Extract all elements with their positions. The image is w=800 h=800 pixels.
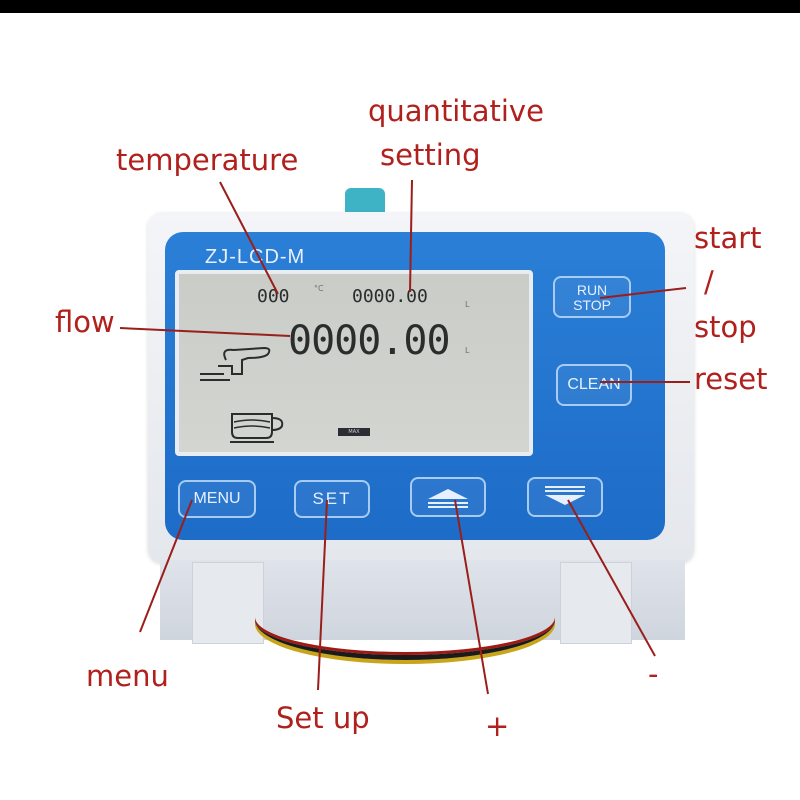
top-black-bar — [0, 0, 800, 13]
up-arrow-icon — [428, 489, 468, 508]
menu-button[interactable]: MENU — [178, 480, 256, 518]
cup-icon — [230, 413, 284, 443]
device-foot-right — [560, 562, 632, 644]
label-temperature: temperature — [116, 143, 299, 177]
label-flow: flow — [55, 305, 115, 339]
lcd-temperature: 000 — [257, 286, 290, 307]
label-plus: + — [485, 709, 510, 743]
down-arrow-icon — [545, 486, 585, 505]
lcd-flow: 0000.00 — [288, 318, 451, 364]
set-button[interactable]: SET — [294, 480, 370, 518]
label-set-up: Set up — [276, 701, 370, 735]
max-badge: MAX — [338, 428, 370, 436]
down-button[interactable] — [527, 477, 603, 517]
clean-button[interactable]: CLEAN — [556, 364, 632, 406]
label-setting: setting — [380, 138, 481, 172]
lcd-screen — [175, 270, 533, 456]
faucet-icon — [200, 346, 271, 381]
label-reset: reset — [694, 362, 768, 396]
run-stop-label-line1: RUN — [576, 282, 608, 298]
label-menu: menu — [86, 659, 169, 693]
lcd-quantitative: 0000.00 — [352, 286, 428, 307]
lcd-quantitative-unit: L — [465, 300, 470, 309]
lcd-temperature-unit: °C — [314, 284, 324, 293]
label-quantitative: quantitative — [368, 94, 544, 128]
label-minus: - — [648, 657, 659, 691]
run-stop-button[interactable]: RUN STOP — [553, 276, 631, 318]
label-slash: / — [704, 265, 714, 299]
run-stop-label-line2: STOP — [573, 297, 611, 313]
device-foot-left — [192, 562, 264, 644]
label-start: start — [694, 221, 762, 255]
lcd-flow-unit: L — [465, 346, 470, 355]
up-button[interactable] — [410, 477, 486, 517]
wires — [255, 615, 555, 660]
model-label: ZJ-LCD-M — [205, 246, 306, 268]
label-stop: stop — [694, 310, 757, 344]
